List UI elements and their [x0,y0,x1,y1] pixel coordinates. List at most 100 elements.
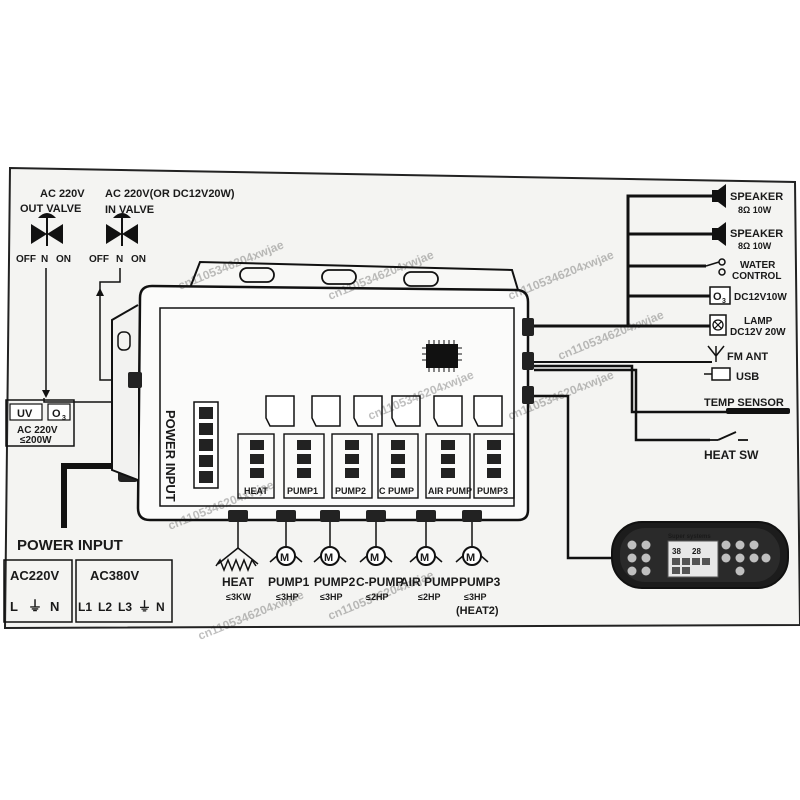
panel-brand: Super systems [668,534,711,540]
out-valve-line2: OUT VALVE [20,203,81,215]
load-pump3-name: PUMP3 [459,575,501,589]
control-panel: Super systems 38 28 [611,521,789,589]
microcontroller-chip-icon [422,340,462,372]
output-connectors [237,433,515,499]
lamp-name: LAMP [744,316,773,327]
panel-buttons [627,540,771,576]
uv-ozone-box: UV O 3 AC 220V ≤200W [5,399,75,447]
svg-text:3: 3 [722,298,726,305]
speaker1-name: SPEAKER [730,191,783,203]
ac380v-terminal-n: N [156,600,165,614]
pump3-motor-icon: M [455,546,489,566]
output-connector-pins [250,440,501,478]
in-valve-on: ON [131,254,146,265]
speaker2-name: SPEAKER [730,228,783,240]
panel-display-value-2: 28 [692,547,701,556]
in-valve-off: OFF [89,254,109,265]
load-labels: HEAT ≤3KW PUMP1 ≤3HP PUMP2 ≤3HP C-PUMP ≤… [222,575,501,617]
connector-label-c-pump: C PUMP [379,486,414,496]
switch-icon [710,431,748,441]
relays [265,395,503,427]
speaker-icon [712,222,726,246]
load-air-pump-name: AIR PUMP [400,575,459,589]
in-valve: AC 220V(OR DC12V20W) IN VALVE OFF N ON [89,188,235,265]
air-pump-motor-icon: M [409,546,443,566]
speaker2-spec: 8Ω 10W [738,241,772,251]
panel-display-value-1: 38 [672,547,681,556]
supply-ac220v: AC220V L ⏚ N [3,559,73,623]
fm-ant-label: FM ANT [727,351,768,363]
uv-power: ≤200W [20,435,52,446]
heat-sw-label: HEAT SW [704,448,759,462]
control-box: POWER INPUT HEAT [111,260,534,522]
out-valve-off: OFF [16,254,36,265]
in-valve-line1: AC 220V(OR DC12V20W) [105,188,235,200]
ac220v-terminal-ground: ⏚ [28,598,42,614]
ac380v-title: AC380V [90,568,139,583]
temp-sensor-icon [726,408,790,414]
load-pump2-spec: ≤3HP [320,592,342,602]
load-wires [237,522,473,548]
power-input-side-label: POWER INPUT [163,410,178,502]
uv-label: UV [17,408,33,420]
out-valve: AC 220V OUT VALVE OFF N ON [16,188,85,265]
load-pump3-note: (HEAT2) [456,605,499,617]
panel-display: 38 28 [667,540,719,578]
ac380v-terminal-l2: L2 [98,600,112,614]
c-pump-motor-icon: M [359,546,393,566]
svg-text:M: M [280,552,289,564]
uv-voltage: AC 220V [17,425,58,436]
o3-subscript: 3 [62,415,66,422]
connector-label-air-pump: AIR PUMP [428,486,472,496]
svg-text:M: M [370,552,379,564]
o3-label: O [52,408,61,420]
connector-label-pump3: PUMP3 [477,486,508,496]
ac220v-terminal-l: L [10,599,18,614]
ac220v-title: AC220V [10,568,59,583]
speaker-icon [712,184,726,208]
usb-label: USB [736,371,759,383]
output-connector-labels: HEAT PUMP1 PUMP2 C PUMP AIR PUMP PUMP3 [244,486,508,496]
lamp-spec: DC12V 20W [730,327,786,338]
load-heat-name: HEAT [222,575,254,589]
power-input-title: POWER INPUT [17,537,123,554]
in-valve-n: N [116,254,123,265]
antenna-icon [707,345,725,362]
peripheral-wiring [534,194,728,560]
usb-icon [704,367,731,381]
speaker1-spec: 8Ω 10W [738,205,772,215]
load-pump1-name: PUMP1 [268,575,310,589]
svg-text:M: M [420,552,429,564]
connector-label-pump1: PUMP1 [287,486,318,496]
load-c-pump-spec: ≤2HP [366,592,388,602]
heater-icon [215,547,259,573]
supply-ac380v: AC380V L1 L2 L3 ⏚ N [75,559,173,623]
ozone-icon: O 3 [709,286,731,305]
ac380v-terminal-l3: L3 [118,600,132,614]
load-pump1-spec: ≤3HP [276,592,298,602]
svg-text:O: O [713,291,722,303]
connector-label-heat: HEAT [244,486,268,496]
ozone-spec: DC12V10W [734,292,787,303]
water-control-line2: CONTROL [732,271,781,282]
in-valve-line2: IN VALVE [105,204,154,216]
load-heat-spec: ≤3KW [226,592,251,602]
lamp-icon [709,314,727,336]
connector-label-pump2: PUMP2 [335,486,366,496]
out-valve-line1: AC 220V [40,188,85,200]
load-pump2-name: PUMP2 [314,575,356,589]
load-pump3-spec: ≤3HP [464,592,486,602]
valve-icon [106,213,138,246]
bottom-glands [228,510,482,522]
power-input-terminal-block: POWER INPUT [163,401,219,502]
svg-text:M: M [324,552,333,564]
load-air-pump-spec: ≤2HP [418,592,440,602]
out-valve-n: N [41,254,48,265]
ac220v-terminal-n: N [50,599,59,614]
water-probe-icon [705,258,726,276]
pump1-motor-icon: M [269,546,303,566]
ac380v-terminal-ground: ⏚ [138,599,151,614]
water-control-line1: WATER [740,260,776,271]
valve-icon [31,213,63,246]
